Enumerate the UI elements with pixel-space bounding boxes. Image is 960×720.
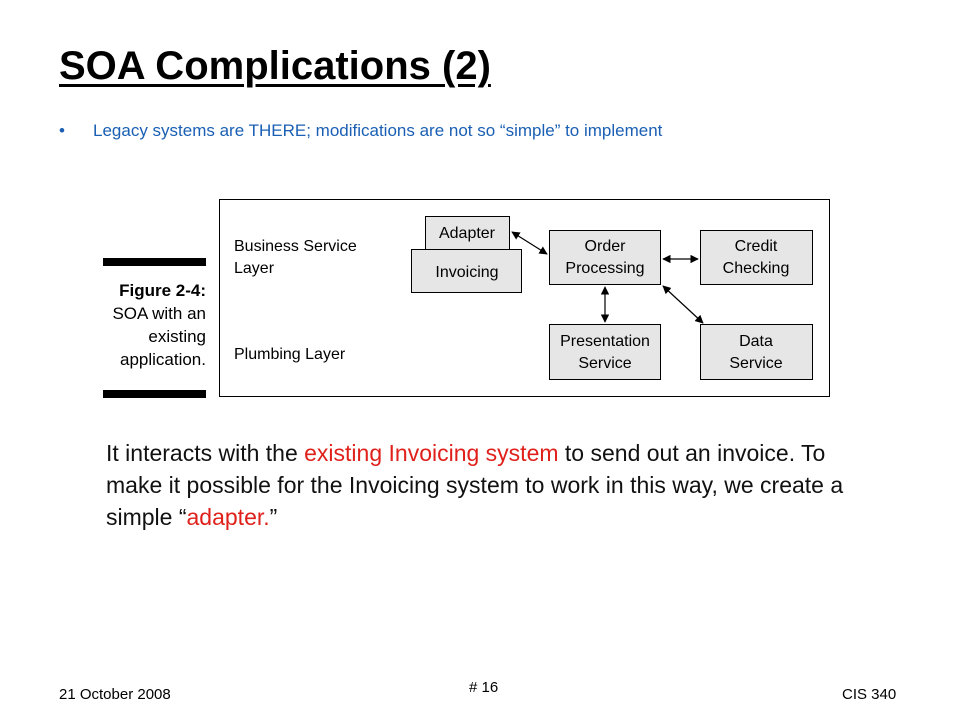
caption-line-3: existing [148, 327, 206, 346]
layer-label-plumbing: Plumbing Layer [234, 346, 346, 363]
box-invoicing-label: Invoicing [435, 264, 498, 281]
box-data-label-2: Service [729, 355, 782, 372]
para-text-3: ” [269, 504, 278, 530]
footer-course: CIS 340 [842, 686, 897, 703]
bullet-text: Legacy systems are THERE; modifications … [93, 121, 663, 140]
caption-label: Figure 2-4: [119, 281, 206, 300]
box-credit-label-2: Checking [723, 260, 790, 277]
box-presentation-service [549, 324, 661, 380]
box-adapter [425, 216, 510, 250]
box-order-label-1: Order [585, 238, 627, 255]
caption-line-2: SOA with an [112, 304, 206, 323]
bullet-symbol: • [59, 121, 65, 140]
caption-bar-top [103, 258, 206, 266]
box-credit-label-1: Credit [735, 238, 778, 255]
layer-label-business-2: Layer [234, 260, 275, 277]
box-presentation-label-2: Service [578, 355, 631, 372]
box-adapter-label: Adapter [439, 225, 496, 242]
arrow-adapter-order [511, 231, 548, 255]
layer-label-business: Business Service [234, 238, 357, 255]
bullet-item: • Legacy systems are THERE; modifications… [59, 121, 662, 141]
box-credit-checking [700, 230, 813, 285]
box-presentation-label-1: Presentation [560, 333, 650, 350]
box-invoicing [411, 249, 522, 293]
box-order-processing [549, 230, 661, 285]
box-data-label-1: Data [739, 333, 773, 350]
body-paragraph: It interacts with the existing Invoicing… [106, 437, 866, 533]
box-order-label-2: Processing [565, 260, 644, 277]
para-highlight-invoicing: existing Invoicing system [304, 440, 559, 466]
footer-page-number: # 16 [469, 679, 499, 696]
slide-title: SOA Complications (2) [59, 44, 491, 88]
arrow-order-data [662, 285, 704, 324]
para-text-1: It interacts with the [106, 440, 305, 466]
soa-figure: Figure 2-4: SOA with an existing applica… [0, 190, 960, 410]
soa-diagram: Figure 2-4: SOA with an existing applica… [103, 199, 830, 398]
para-text-2: to send out an invoice. To make it possi… [106, 440, 844, 530]
box-data-service [700, 324, 813, 380]
footer-date: 21 October 2008 [59, 686, 171, 703]
caption-bar-bottom [103, 390, 206, 398]
caption-line-4: application. [120, 350, 206, 369]
para-highlight-adapter: adapter. [186, 504, 270, 530]
